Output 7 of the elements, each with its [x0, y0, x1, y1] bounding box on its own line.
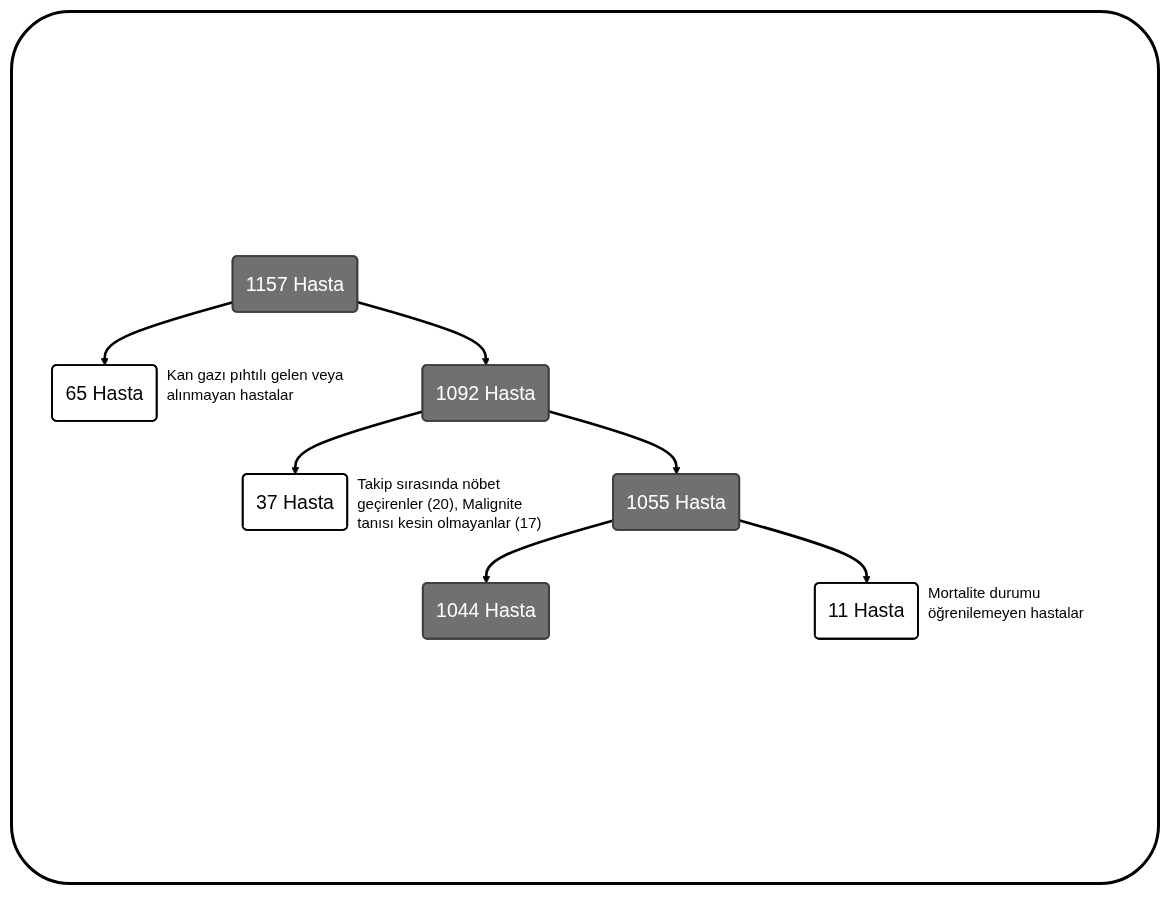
note-text: Kan gazı pıhtılı gelen veya alınmayan hastalar — [166, 365, 345, 405]
arrow — [548, 410, 681, 475]
note-text: Takip sırasında nöbet geçirenler (20), Malignite tanısı kesin olmayanlar (17) — [357, 474, 543, 533]
arrow — [357, 301, 490, 366]
arrow — [739, 519, 871, 584]
note-text: Mortalite durumu öğrenilemeyen hastalar — [927, 583, 1085, 622]
arrow — [482, 519, 614, 584]
